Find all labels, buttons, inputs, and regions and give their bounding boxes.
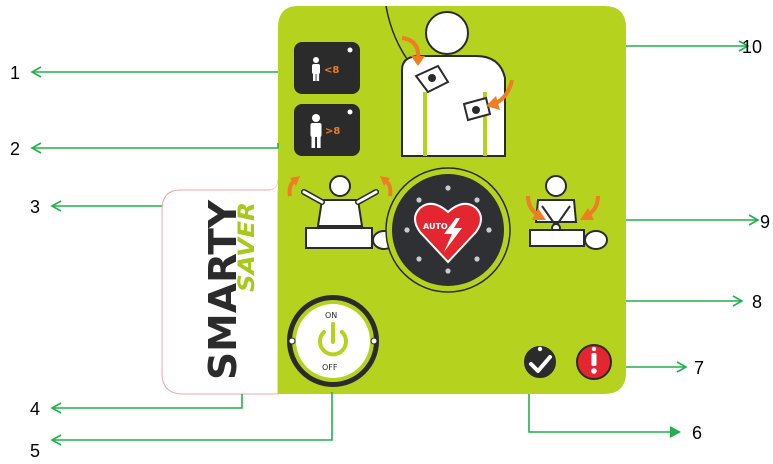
callout-number-5: 5 [30,441,40,461]
callout-number-6: 6 [692,423,702,443]
pediatric-mode-label: <8 [324,65,339,76]
callout-number-9: 9 [760,212,770,232]
callout-number-8: 8 [752,292,762,312]
callout-number-1: 1 [10,63,20,83]
shock-button[interactable]: AUTO [386,168,510,292]
callout-number-3: 3 [30,197,40,217]
adult-mode-label: >8 [325,126,340,137]
brand-saver-text: SAVER [235,202,260,292]
power-off-label: OFF [322,363,338,372]
pediatric-mode-button[interactable]: <8 [294,42,360,94]
callout-number-4: 4 [30,399,40,419]
alert-indicator [577,345,611,379]
callout-number-2: 2 [10,139,20,159]
power-on-label: ON [325,311,337,320]
ready-check-indicator [523,345,557,379]
adult-mode-button[interactable]: >8 [294,104,360,156]
alert-exclamation-icon [591,353,597,374]
callout-number-7: 7 [694,358,704,378]
power-button[interactable]: ON OFF [287,295,379,387]
shock-auto-label: AUTO [423,222,448,231]
callout-number-10: 10 [742,37,762,57]
